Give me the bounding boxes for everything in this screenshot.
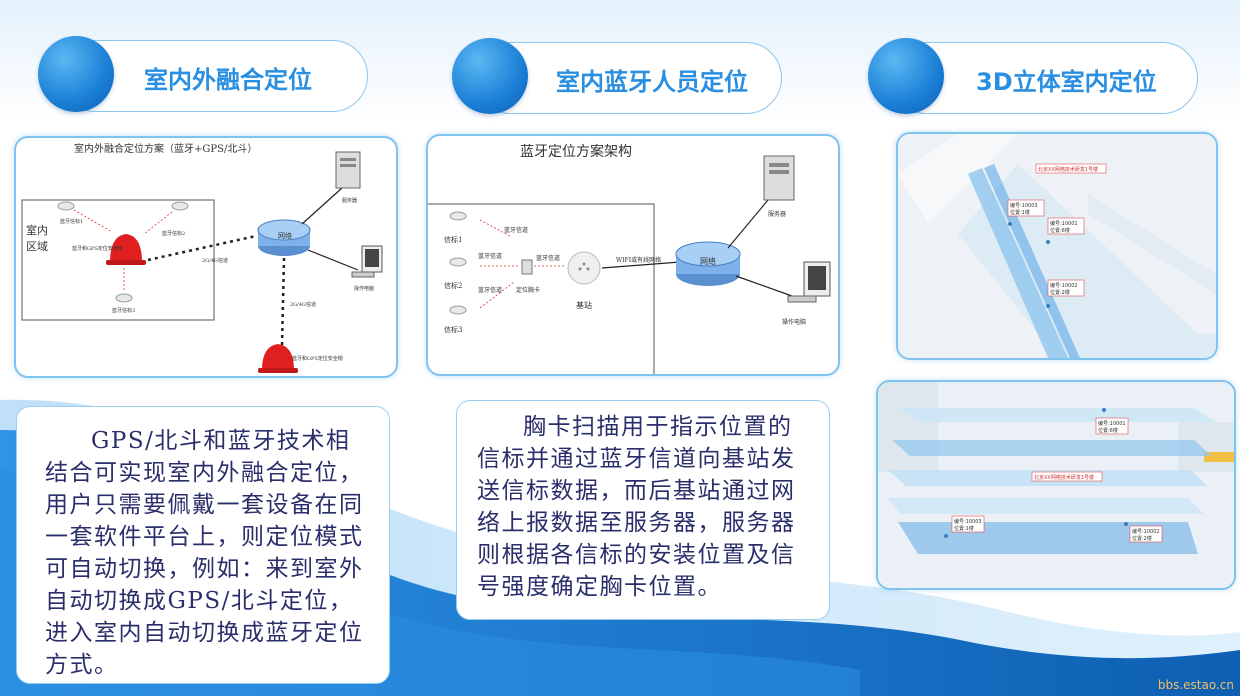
helmet-icon <box>258 344 298 373</box>
bluetooth-title: 蓝牙定位方案架构 <box>520 143 632 160</box>
fusion-network-label: 网络 <box>278 231 292 240</box>
bt-wifi-label: WIFI或有线网络 <box>616 256 661 264</box>
bluetooth-description: 胸卡扫描用于指示位置的信标并通过蓝牙信道向基站发送信标数据，而后基站通过网络上报… <box>477 414 796 600</box>
bt-signal-1: 蓝牙信道 <box>504 226 528 234</box>
location-marker-icon <box>1008 222 1012 226</box>
network-icon <box>257 219 311 256</box>
fusion-helmet-label-1: 蓝牙和GPS定位安全帽 <box>72 245 123 252</box>
helmet-icon <box>106 234 146 265</box>
fusion-server-label: 服务器 <box>342 197 357 204</box>
fusion-beacon-c: 蓝牙信标3 <box>112 307 135 314</box>
bluetooth-diagram-panel: 蓝牙定位方案架构 信标1 信标2 信标3 蓝牙信道 蓝牙信道 蓝牙信道 定位胸卡… <box>426 134 840 376</box>
bt-server-label: 服务器 <box>768 210 786 218</box>
fusion-diagram-panel: 室内外融合定位方案（蓝牙+GPS/北斗） 室内 区域 蓝牙信标1 蓝牙信标2 蓝… <box>14 136 398 378</box>
header-circle-bluetooth <box>452 38 528 114</box>
location-marker-icon <box>1124 522 1128 526</box>
bluetooth-diagram: 蓝牙定位方案架构 信标1 信标2 信标3 蓝牙信道 蓝牙信道 蓝牙信道 定位胸卡… <box>428 143 831 374</box>
3d-view-top-panel: 北京XX网络技术研发1号楼 编号:10003 位置:1楼 编号:10001 位置… <box>896 132 1218 360</box>
header-circle-3d <box>868 38 944 114</box>
3d-bottom-tag1-id: 编号:10001 <box>1098 420 1126 427</box>
location-marker-icon <box>1046 304 1050 308</box>
server-icon <box>335 151 361 189</box>
indoor-label-2: 区域 <box>26 240 48 253</box>
fusion-beacon-b: 蓝牙信标2 <box>162 230 185 237</box>
3d-top-tag3-id: 编号:10002 <box>1050 282 1078 289</box>
location-marker-icon <box>1046 240 1050 244</box>
bt-beacon-2: 信标2 <box>444 281 462 290</box>
computer-icon <box>351 245 383 278</box>
network-icon <box>675 241 741 286</box>
3d-bottom-tag3-pos: 位置:2楼 <box>1132 535 1152 542</box>
server-icon <box>763 155 795 201</box>
3d-bottom-tag2-id: 编号:10003 <box>954 518 982 525</box>
fusion-link-2: 2G/4G信道 <box>290 301 316 308</box>
3d-view-bottom-panel: 编号:10001 位置:6楼 北京XX网络技术研发1号楼 编号:10003 位置… <box>876 380 1236 590</box>
indoor-label-1: 室内 <box>26 223 48 237</box>
bt-network-label: 网络 <box>700 256 716 266</box>
3d-view-bottom: 编号:10001 位置:6楼 北京XX网络技术研发1号楼 编号:10003 位置… <box>878 382 1234 588</box>
watermark: bbs.estao.cn <box>1157 678 1234 692</box>
bt-beacon-3: 信标3 <box>444 325 462 334</box>
3d-bottom-building-label: 北京XX网络技术研发1号楼 <box>1034 474 1094 481</box>
bt-badge-label: 定位胸卡 <box>516 286 540 294</box>
bt-signal-2: 蓝牙信道 <box>478 252 502 260</box>
3d-top-tag1-id: 编号:10003 <box>1010 202 1038 209</box>
computer-icon <box>787 261 831 303</box>
fusion-description: GPS/北斗和蓝牙技术相结合可实现室内外融合定位，用户只需要佩戴一套设备在同一套… <box>45 428 364 678</box>
3d-top-tag3-pos: 位置:2楼 <box>1050 289 1070 296</box>
fusion-beacon-a: 蓝牙信标1 <box>60 218 83 225</box>
fusion-helmet-label-2: 蓝牙和GPS定位安全帽 <box>292 355 343 362</box>
bt-signal-4: 蓝牙信道 <box>536 254 560 262</box>
fusion-description-box: GPS/北斗和蓝牙技术相结合可实现室内外融合定位，用户只需要佩戴一套设备在同一套… <box>16 406 390 684</box>
fusion-title: 室内外融合定位方案（蓝牙+GPS/北斗） <box>74 142 257 155</box>
badge-icon <box>521 259 533 275</box>
bt-signal-3: 蓝牙信道 <box>478 286 502 294</box>
3d-top-tag2-id: 编号:10001 <box>1050 220 1078 227</box>
header-title-bluetooth: 室内蓝牙人员定位 <box>556 68 748 96</box>
3d-top-building-label: 北京XX网络技术研发1号楼 <box>1038 166 1098 173</box>
fusion-computer-label: 操作电脑 <box>354 285 374 292</box>
location-marker-icon <box>944 534 948 538</box>
bluetooth-description-box: 胸卡扫描用于指示位置的信标并通过蓝牙信道向基站发送信标数据，而后基站通过网络上报… <box>456 400 830 620</box>
base-station-icon <box>567 251 601 285</box>
bt-computer-label: 操作电脑 <box>782 318 806 326</box>
3d-top-tag1-pos: 位置:1楼 <box>1010 209 1030 216</box>
3d-bottom-tag1-pos: 位置:6楼 <box>1098 427 1118 434</box>
header-circle-fusion <box>38 36 114 112</box>
location-marker-icon <box>1102 408 1106 412</box>
3d-bottom-tag3-id: 编号:10002 <box>1132 528 1160 535</box>
bt-beacon-1: 信标1 <box>444 235 462 244</box>
header-title-fusion: 室内外融合定位 <box>144 66 312 94</box>
fusion-diagram: 室内外融合定位方案（蓝牙+GPS/北斗） 室内 区域 蓝牙信标1 蓝牙信标2 蓝… <box>21 142 383 373</box>
3d-top-tag2-pos: 位置:6楼 <box>1050 227 1070 234</box>
header-title-3d: 3D立体室内定位 <box>976 68 1157 96</box>
3d-view-top: 北京XX网络技术研发1号楼 编号:10003 位置:1楼 编号:10001 位置… <box>898 134 1216 358</box>
fusion-link-1: 2G/4G信道 <box>202 257 228 264</box>
3d-bottom-tag2-pos: 位置:1楼 <box>954 525 974 532</box>
bt-base-station-label: 基站 <box>576 300 592 310</box>
